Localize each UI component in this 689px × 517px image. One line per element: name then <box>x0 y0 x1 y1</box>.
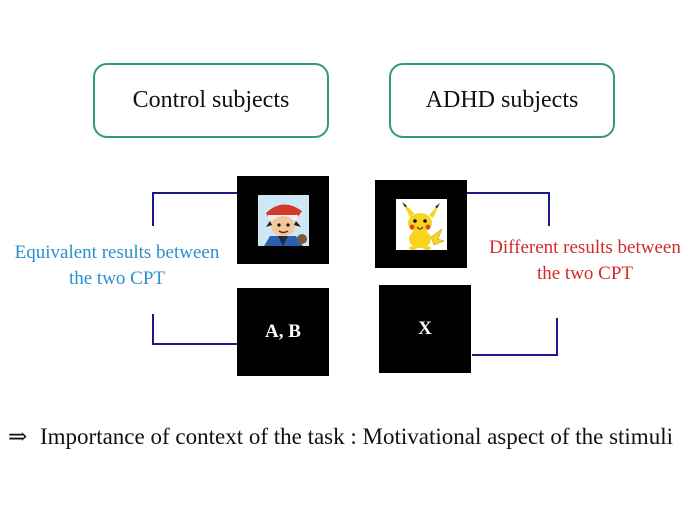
right-bracket-top <box>467 192 550 226</box>
adhd-letter-label: X <box>418 318 432 339</box>
control-picture-stimulus <box>237 176 329 264</box>
adhd-picture-stimulus <box>375 180 467 268</box>
adhd-subjects-label: ADHD subjects <box>425 87 579 113</box>
cartoon-character-image <box>257 194 309 246</box>
control-subjects-box: Control subjects <box>93 63 329 138</box>
left-bracket-top <box>152 192 237 226</box>
adhd-subjects-box: ADHD subjects <box>389 63 615 138</box>
implies-arrow-icon: ⇒ <box>8 424 28 449</box>
different-results-note: Different results between the two CPT <box>480 235 689 287</box>
control-letters-label: A, B <box>265 321 301 342</box>
adhd-letter-stimulus: X <box>379 285 471 373</box>
control-subjects-label: Control subjects <box>132 87 290 113</box>
conclusion-text: Importance of context of the task : Moti… <box>40 424 673 449</box>
right-bracket-bottom <box>472 318 558 356</box>
pikachu-image <box>395 198 447 250</box>
different-results-text: Different results between the two CPT <box>489 237 681 284</box>
equivalent-results-text: Equivalent results between the two CPT <box>14 242 220 289</box>
left-bracket-bottom <box>152 314 237 345</box>
equivalent-results-note: Equivalent results between the two CPT <box>10 240 224 292</box>
control-letters-stimulus: A, B <box>237 288 329 376</box>
